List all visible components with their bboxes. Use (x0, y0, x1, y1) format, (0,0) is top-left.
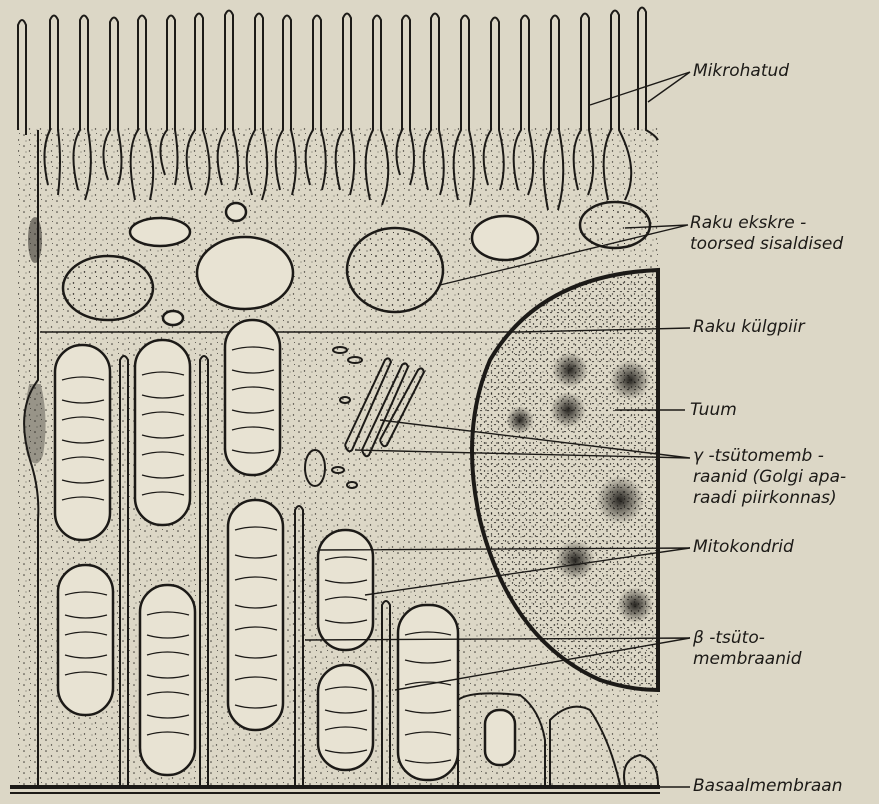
label-basal-membrane: Basaalmembraan (693, 776, 842, 797)
label-beta-line-1: β -tsüto- (693, 628, 801, 649)
label-microvilli: Mikrohatud (693, 61, 789, 82)
label-gamma-line-2: raanid (Golgi apa- (693, 467, 846, 488)
basal-membrane (10, 787, 660, 793)
label-lateral-border: Raku külgpiir (693, 317, 805, 338)
label-mitochondria: Mitokondrid (693, 537, 794, 558)
label-excretory-inclusions: Raku ekskre - toorsed sisaldised (690, 213, 843, 255)
label-nucleus: Tuum (690, 400, 737, 421)
label-excretory-line-1: Raku ekskre - (690, 213, 843, 234)
label-gamma-cytomembranes: γ -tsütomemb - raanid (Golgi apa- raadi … (693, 446, 846, 509)
label-excretory-line-2: toorsed sisaldised (690, 234, 843, 255)
label-gamma-line-3: raadi piirkonnas) (693, 488, 846, 509)
label-gamma-line-1: γ -tsütomemb - (693, 446, 846, 467)
label-beta-cytomembranes: β -tsüto- membraanid (693, 628, 801, 670)
label-beta-line-2: membraanid (693, 649, 801, 670)
